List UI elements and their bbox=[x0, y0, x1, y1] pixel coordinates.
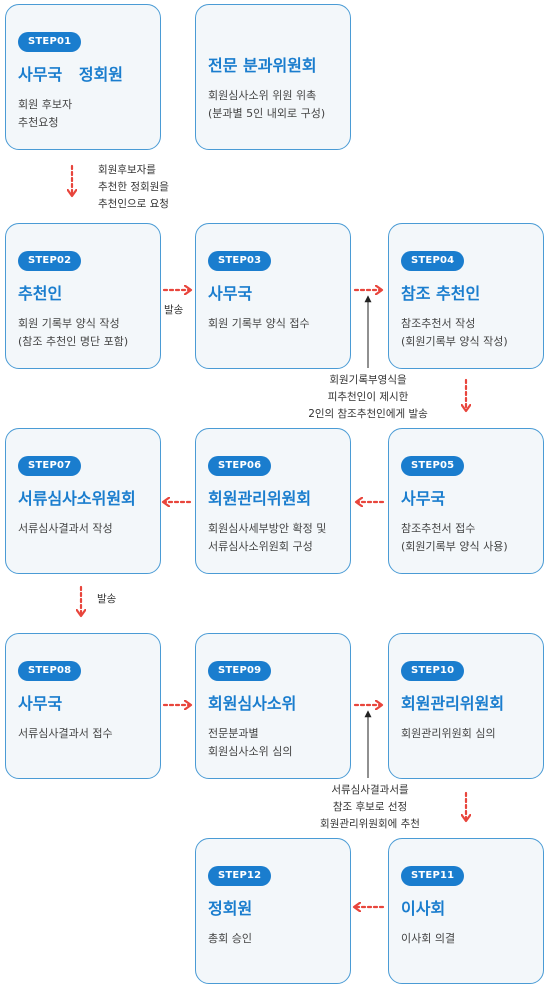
step-desc: 참조추천서 작성 (회원기록부 양식 작성) bbox=[401, 317, 508, 348]
step-title: 정회원 bbox=[208, 899, 253, 918]
step-title: 전문 분과위원회 bbox=[208, 56, 317, 75]
step-title: 사무국 정회원 bbox=[18, 65, 124, 84]
step03-box: STEP03 사무국 회원 기록부 양식 접수 bbox=[195, 223, 351, 369]
step-desc: 회원 기록부 양식 작성 (참조 추천인 명단 포함) bbox=[18, 317, 129, 348]
step12-box: STEP12 정회원 총회 승인 bbox=[195, 838, 351, 984]
note-send-1: 발송 bbox=[164, 304, 184, 316]
note-request: 회원후보자를 추천한 정회원을 추천인으로 요청 bbox=[98, 164, 169, 210]
step-title: 이사회 bbox=[401, 899, 446, 918]
step-desc: 회원 기록부 양식 접수 bbox=[208, 317, 310, 330]
step-desc: 회원심사소위 위원 위촉 (분과별 5인 내외로 구성) bbox=[208, 89, 326, 120]
step04-box: STEP04 참조 추천인 참조추천서 작성 (회원기록부 양식 작성) bbox=[388, 223, 544, 369]
step-desc: 전문분과별 회원심사소위 심의 bbox=[208, 727, 293, 758]
step-desc: 서류심사결과서 접수 bbox=[18, 727, 113, 740]
note-recommend: 서류심사결과서를 참조 후보로 선정 회원관리위원회에 추천 bbox=[320, 784, 420, 830]
step-title: 사무국 bbox=[208, 284, 253, 303]
step10-box: STEP10 회원관리위원회 회원관리위원회 심의 bbox=[388, 633, 544, 779]
step-badge: STEP09 bbox=[208, 661, 272, 681]
step-badge: STEP08 bbox=[18, 661, 82, 681]
expert-committee-box: 전문 분과위원회 회원심사소위 위원 위촉 (분과별 5인 내외로 구성) bbox=[195, 4, 351, 150]
step-badge: STEP01 bbox=[18, 32, 82, 52]
step-badge: STEP10 bbox=[401, 661, 465, 681]
step-title: 회원관리위원회 bbox=[208, 489, 312, 508]
step-desc: 회원심사세부방안 확정 및 서류심사소위원회 구성 bbox=[208, 522, 327, 553]
step-title: 서류심사소위원회 bbox=[18, 489, 136, 508]
step-badge: STEP02 bbox=[18, 251, 82, 271]
step-badge: STEP04 bbox=[401, 251, 465, 271]
step06-box: STEP06 회원관리위원회 회원심사세부방안 확정 및 서류심사소위원회 구성 bbox=[195, 428, 351, 574]
step-badge: STEP12 bbox=[208, 866, 272, 886]
step-title: 사무국 bbox=[18, 694, 63, 713]
step-title: 참조 추천인 bbox=[401, 284, 481, 303]
step-desc: 회원관리위원회 심의 bbox=[401, 727, 496, 740]
note-send-reference: 회원기록부영식을 피추천인이 제시한 2인의 참조추천인에게 발송 bbox=[308, 374, 428, 420]
step-badge: STEP05 bbox=[401, 456, 465, 476]
step-title: 사무국 bbox=[401, 489, 446, 508]
step-desc: 이사회 의결 bbox=[401, 932, 456, 945]
step-title: 회원관리위원회 bbox=[401, 694, 505, 713]
step11-box: STEP11 이사회 이사회 의결 bbox=[388, 838, 544, 984]
step-badge: STEP11 bbox=[401, 866, 465, 886]
step01-box: STEP01 사무국 정회원 회원 후보자 추천요청 bbox=[5, 4, 161, 150]
note-send-2: 발송 bbox=[97, 593, 117, 605]
step08-box: STEP08 사무국 서류심사결과서 접수 bbox=[5, 633, 161, 779]
step-badge: STEP07 bbox=[18, 456, 82, 476]
step07-box: STEP07 서류심사소위원회 서류심사결과서 작성 bbox=[5, 428, 161, 574]
step-desc: 회원 후보자 추천요청 bbox=[18, 98, 73, 129]
step-desc: 총회 승인 bbox=[208, 932, 252, 945]
step-title: 추천인 bbox=[18, 284, 63, 303]
step-badge: STEP06 bbox=[208, 456, 272, 476]
step02-box: STEP02 추천인 회원 기록부 양식 작성 (참조 추천인 명단 포함) bbox=[5, 223, 161, 369]
step-desc: 서류심사결과서 작성 bbox=[18, 522, 113, 535]
step-title: 회원심사소위 bbox=[208, 694, 297, 713]
step-badge: STEP03 bbox=[208, 251, 272, 271]
step05-box: STEP05 사무국 참조추천서 접수 (회원기록부 양식 사용) bbox=[388, 428, 544, 574]
step09-box: STEP09 회원심사소위 전문분과별 회원심사소위 심의 bbox=[195, 633, 351, 779]
step-desc: 참조추천서 접수 (회원기록부 양식 사용) bbox=[401, 522, 508, 553]
